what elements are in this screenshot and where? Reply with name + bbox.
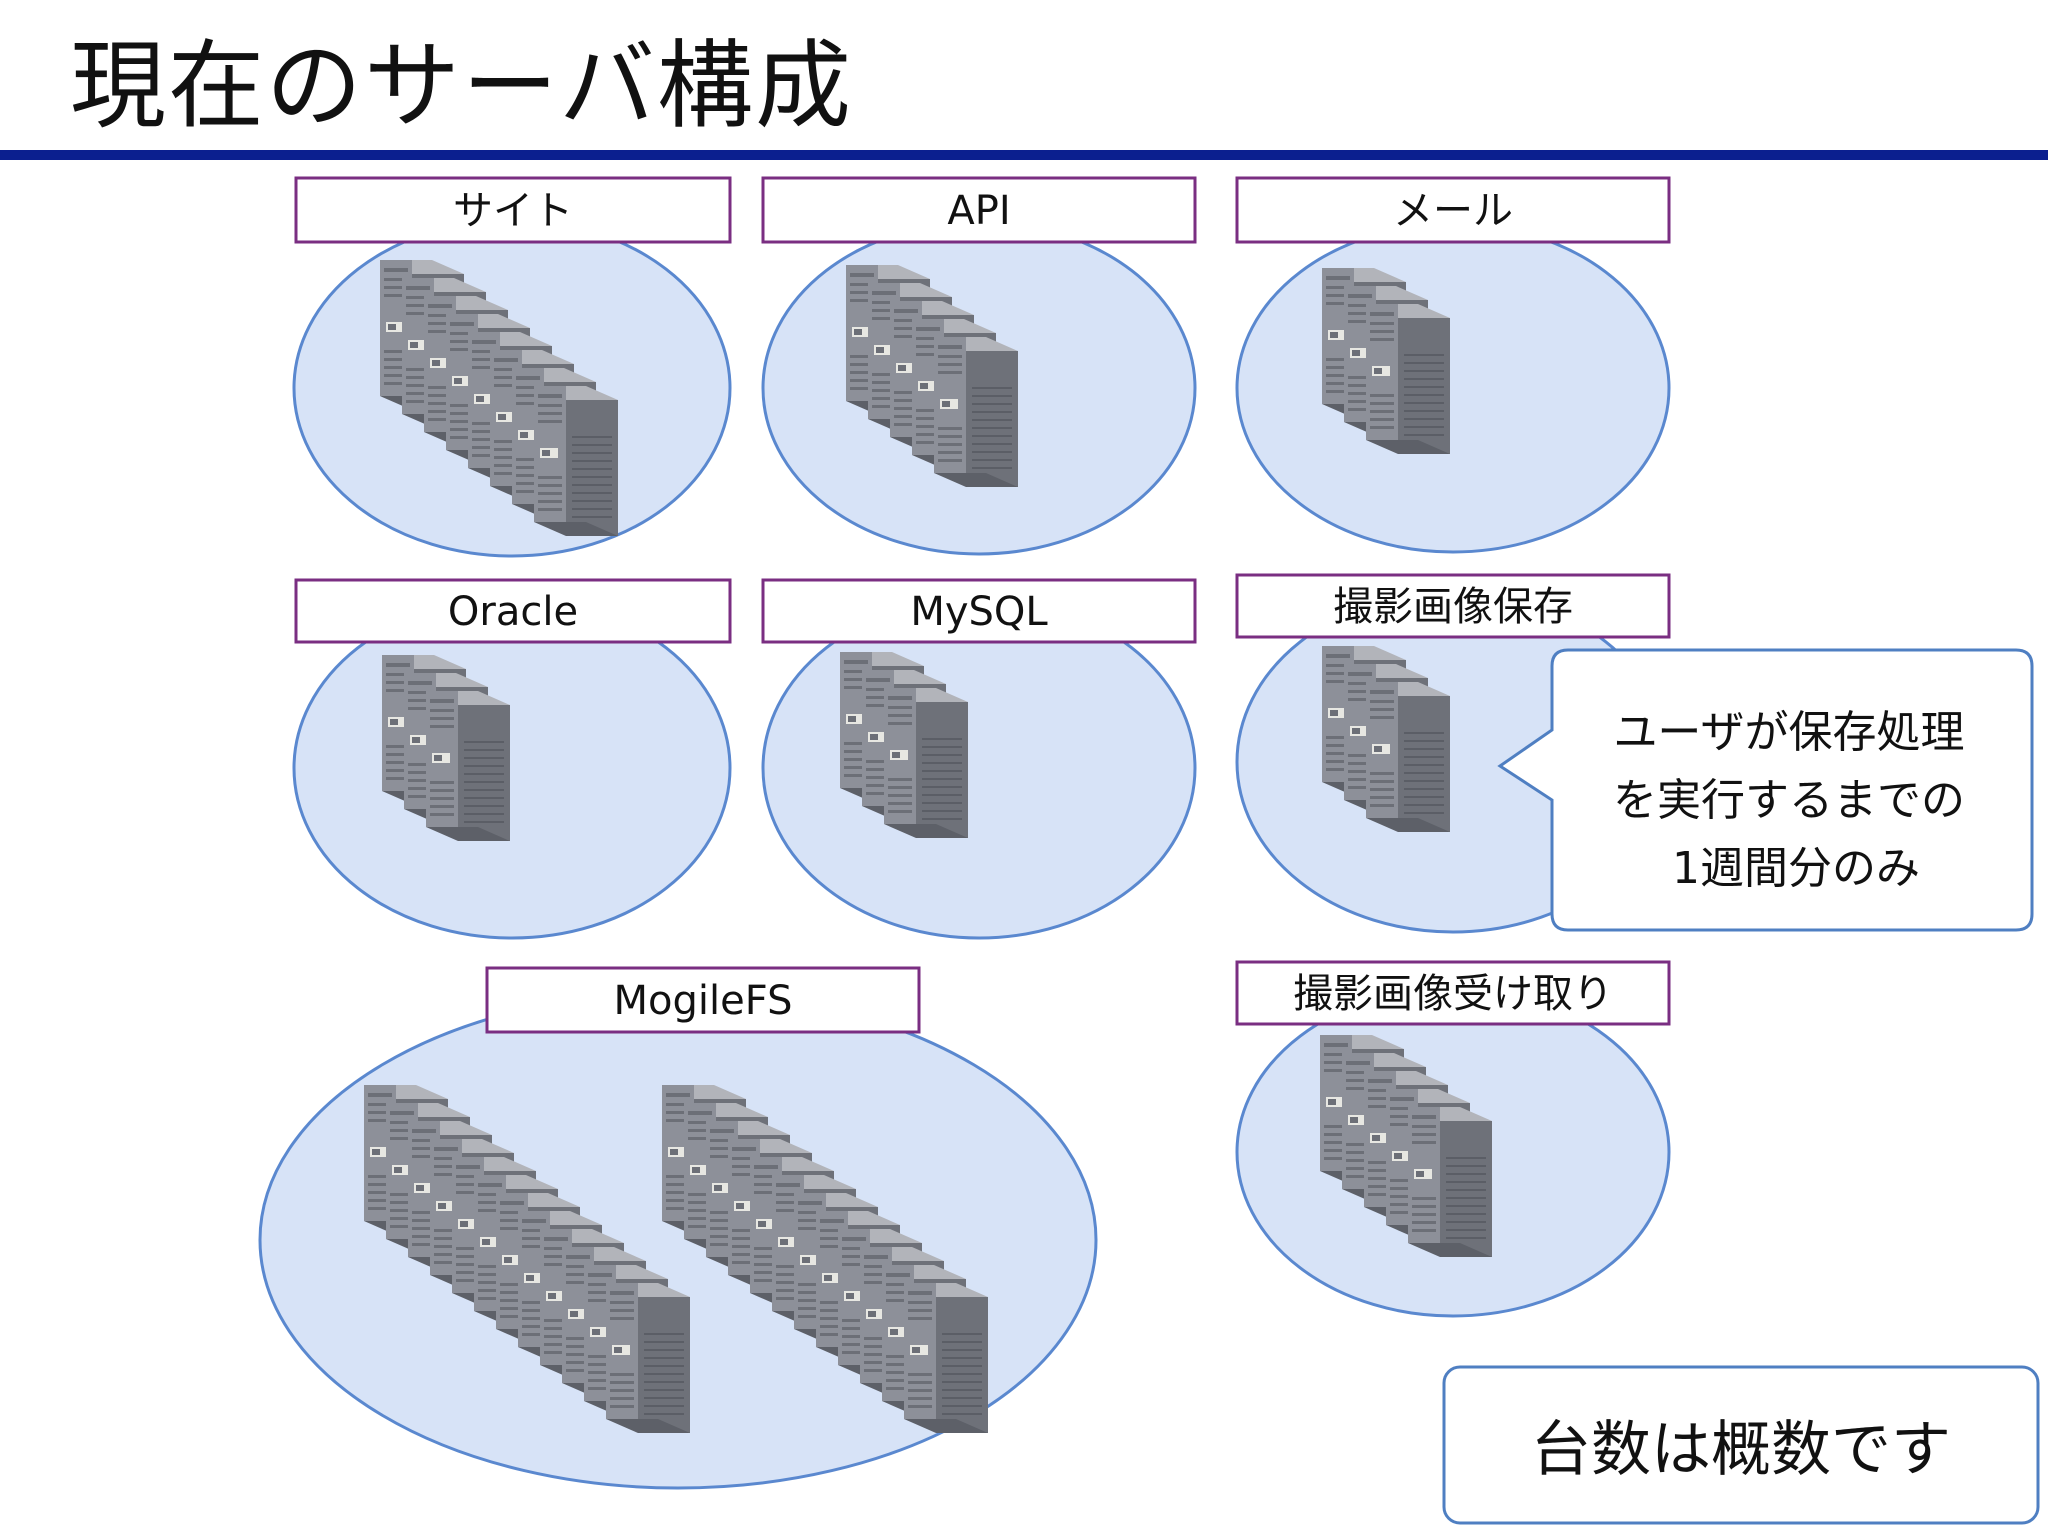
cluster-label-box: [294, 176, 732, 244]
server-tower-icon: [904, 1283, 988, 1433]
retention-note-text: ユーザが保存処理 を実行するまでの 1週間分のみ: [1613, 707, 1979, 894]
cluster-oracle: Oracle: [292, 578, 732, 940]
retention-callout: ユーザが保存処理 を実行するまでの 1週間分のみ: [1497, 648, 2034, 932]
cluster-label-box: [1235, 960, 1671, 1026]
page-title: 現在のサーバ構成: [70, 30, 854, 142]
cluster-label-box: [294, 578, 732, 644]
cluster-label: API: [947, 188, 1010, 234]
cluster-ellipse: [761, 596, 1197, 940]
cluster-label: 撮影画像受け取り: [1293, 971, 1613, 1017]
cluster-label: サイト: [453, 188, 573, 234]
server-tower-icon: [1366, 682, 1450, 832]
cluster-label-box: [1235, 176, 1671, 244]
cluster-label-box: [1235, 573, 1671, 639]
count-note-callout: 台数は概数です: [1442, 1365, 2040, 1525]
cluster-photo-receive: 撮影画像受け取り: [1235, 960, 1671, 1318]
cluster-ellipse: [1235, 222, 1671, 554]
server-tower-icon: [534, 386, 618, 536]
cluster-label-box: [485, 966, 921, 1034]
cluster-label: メール: [1393, 188, 1513, 234]
server-tower-icon: [426, 691, 510, 841]
count-note-text: 台数は概数です: [1531, 1415, 1951, 1485]
server-tower-icon: [606, 1283, 690, 1433]
cluster-api: API: [761, 176, 1197, 556]
cluster-label-box: [761, 176, 1197, 244]
cluster-mail: メール: [1235, 176, 1671, 554]
title-divider: [0, 150, 2048, 160]
server-tower-icon: [1366, 304, 1450, 454]
cluster-mogilefs: MogileFS: [258, 966, 1098, 1490]
cluster-mysql: MySQL: [761, 578, 1197, 940]
cluster-label: MogileFS: [614, 978, 793, 1024]
cluster-ellipse: [292, 596, 732, 940]
cluster-label: MySQL: [910, 589, 1048, 635]
cluster-label-box: [761, 578, 1197, 644]
cluster-label: 撮影画像保存: [1333, 584, 1573, 630]
server-tower-icon: [934, 337, 1018, 487]
cluster-site: サイト: [292, 176, 732, 558]
cluster-label: Oracle: [448, 589, 578, 635]
server-tower-icon: [884, 688, 968, 838]
server-tower-icon: [1408, 1107, 1492, 1257]
